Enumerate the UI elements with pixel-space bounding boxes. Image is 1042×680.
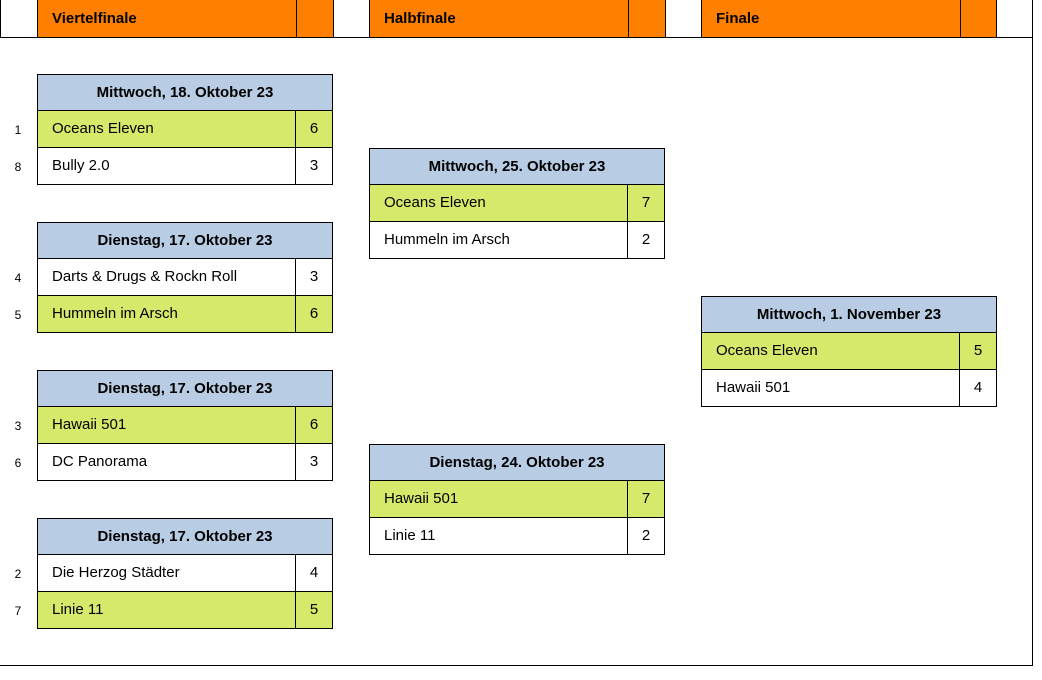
- team-score: 3: [295, 259, 332, 295]
- team-score: 5: [959, 333, 996, 369]
- seed-number: 8: [14, 160, 22, 174]
- team-score: 6: [295, 407, 332, 443]
- header-score-column: [628, 0, 665, 37]
- team-name: Hawaii 501: [384, 490, 459, 507]
- team-name: Oceans Eleven: [716, 342, 818, 359]
- team-name: Hummeln im Arsch: [384, 231, 510, 248]
- team-score: 4: [959, 370, 996, 406]
- team-name: DC Panorama: [52, 453, 148, 470]
- team-name: Darts & Drugs & Rockn Roll: [52, 268, 238, 285]
- team-name: Linie 11: [384, 527, 436, 544]
- team-row: Bully 2.0 3: [37, 148, 333, 185]
- quarterfinal-match: Dienstag, 17. Oktober 23 Hawaii 501 6 DC…: [37, 370, 333, 481]
- seed-number: 5: [14, 308, 22, 322]
- header-score-column: [960, 0, 997, 37]
- seed-number: 4: [14, 271, 22, 285]
- team-name: Die Herzog Städter: [52, 564, 180, 581]
- team-row: Linie 11 2: [369, 518, 665, 555]
- final-match: Mittwoch, 1. November 23 Oceans Eleven 5…: [701, 296, 997, 407]
- team-row: Hummeln im Arsch 2: [369, 222, 665, 259]
- team-row-winner: Oceans Eleven 7: [369, 185, 665, 222]
- team-row: Darts & Drugs & Rockn Roll 3: [37, 259, 333, 296]
- quarterfinal-match: Mittwoch, 18. Oktober 23 Oceans Eleven 6…: [37, 74, 333, 185]
- team-score: 2: [627, 222, 664, 258]
- quarterfinal-match: Dienstag, 17. Oktober 23 Darts & Drugs &…: [37, 222, 333, 333]
- team-score: 7: [627, 481, 664, 517]
- team-score: 7: [627, 185, 664, 221]
- match-date: Dienstag, 17. Oktober 23: [37, 222, 333, 259]
- team-score: 2: [627, 518, 664, 554]
- match-date: Mittwoch, 1. November 23: [701, 296, 997, 333]
- match-date: Mittwoch, 25. Oktober 23: [369, 148, 665, 185]
- team-row: Hawaii 501 4: [701, 370, 997, 407]
- team-name: Oceans Eleven: [52, 120, 154, 137]
- team-score: 4: [295, 555, 332, 591]
- team-name: Linie 11: [52, 601, 104, 618]
- team-row-winner: Oceans Eleven 6: [37, 111, 333, 148]
- semifinal-match: Mittwoch, 25. Oktober 23 Oceans Eleven 7…: [369, 148, 665, 259]
- seed-number: 6: [14, 456, 22, 470]
- quarterfinal-match: Dienstag, 17. Oktober 23 Die Herzog Städ…: [37, 518, 333, 629]
- seed-number: 1: [14, 123, 22, 137]
- bracket-sheet: [0, 0, 1033, 666]
- semifinal-match: Dienstag, 24. Oktober 23 Hawaii 501 7 Li…: [369, 444, 665, 555]
- match-date: Mittwoch, 18. Oktober 23: [37, 74, 333, 111]
- team-row-winner: Hawaii 501 6: [37, 407, 333, 444]
- team-row-winner: Oceans Eleven 5: [701, 333, 997, 370]
- header-viertelfinale: Viertelfinale: [37, 0, 296, 37]
- team-row-winner: Hawaii 501 7: [369, 481, 665, 518]
- team-score: 5: [295, 592, 332, 628]
- team-score: 3: [295, 444, 332, 480]
- header-halbfinale: Halbfinale: [369, 0, 628, 37]
- team-name: Hawaii 501: [52, 416, 127, 433]
- header-divider: [665, 0, 666, 37]
- team-name: Oceans Eleven: [384, 194, 486, 211]
- header-bottom-border: [0, 37, 1033, 38]
- team-row: Die Herzog Städter 4: [37, 555, 333, 592]
- header-finale: Finale: [701, 0, 960, 37]
- seed-number: 7: [14, 604, 22, 618]
- team-score: 3: [295, 148, 332, 184]
- team-name: Bully 2.0: [52, 157, 110, 174]
- match-date: Dienstag, 24. Oktober 23: [369, 444, 665, 481]
- header-divider: [0, 0, 1, 37]
- seed-number: 2: [14, 567, 22, 581]
- header-score-column: [296, 0, 333, 37]
- match-date: Dienstag, 17. Oktober 23: [37, 518, 333, 555]
- match-date: Dienstag, 17. Oktober 23: [37, 370, 333, 407]
- header-divider: [333, 0, 334, 37]
- seed-number: 3: [14, 419, 22, 433]
- team-row-winner: Hummeln im Arsch 6: [37, 296, 333, 333]
- team-row-winner: Linie 11 5: [37, 592, 333, 629]
- team-name: Hummeln im Arsch: [52, 305, 178, 322]
- team-name: Hawaii 501: [716, 379, 791, 396]
- team-score: 6: [295, 296, 332, 332]
- team-row: DC Panorama 3: [37, 444, 333, 481]
- team-score: 6: [295, 111, 332, 147]
